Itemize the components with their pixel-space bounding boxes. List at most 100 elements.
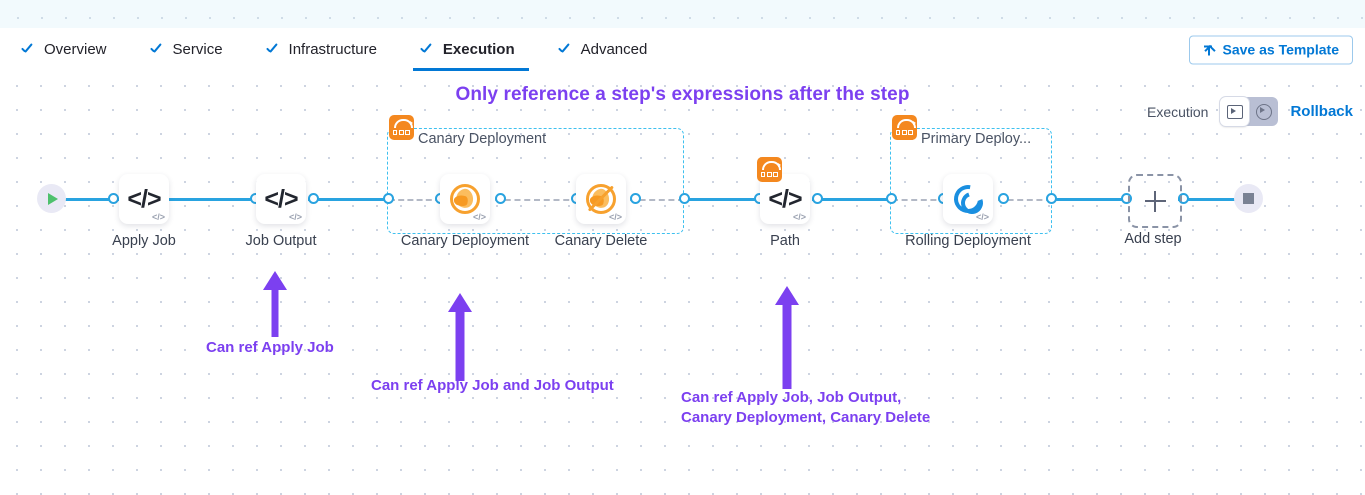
pipeline-graph: Canary Deployment Primary Deploy... [0, 71, 1365, 495]
connector-line [681, 198, 761, 201]
canary-delete-icon [586, 184, 616, 214]
shell-script-badge-icon: </> [472, 212, 486, 222]
execution-view-icon [1226, 104, 1243, 119]
upload-icon [1203, 43, 1216, 57]
code-icon: </> [768, 184, 802, 213]
toggle-rollback-option[interactable] [1249, 97, 1278, 126]
group-canary-deployment[interactable] [387, 128, 684, 234]
annotation-arrow-3 [772, 286, 802, 389]
group-label-canary-deployment: Canary Deployment [397, 131, 546, 147]
check-icon [149, 42, 164, 57]
step-label-rolling-deployment: Rolling Deployment [905, 233, 1031, 249]
connector-line [114, 198, 256, 201]
step-group-icon [892, 115, 917, 140]
group-label-text: Canary Deployment [418, 131, 547, 147]
check-icon [557, 42, 572, 57]
toggle-execution-option[interactable] [1220, 97, 1250, 126]
connector-port[interactable] [630, 193, 641, 204]
step-node-apply-job[interactable]: </> </> [119, 174, 169, 224]
step-label-canary-deployment: Canary Deployment [400, 233, 530, 249]
group-label-text: Primary Deploy... [921, 131, 1032, 147]
check-icon [419, 42, 434, 57]
rollback-link[interactable]: Rollback [1290, 103, 1353, 120]
execution-view-controls: Execution Rollback [1147, 97, 1353, 126]
annotation-arrow-1 [262, 271, 288, 337]
shell-script-badge-icon: </> [975, 212, 989, 222]
shell-script-badge-icon: </> [151, 212, 165, 222]
connector-port[interactable] [886, 193, 897, 204]
step-label-apply-job: Apply Job [112, 233, 176, 249]
tab-label: Advanced [580, 41, 648, 58]
connector-port[interactable] [108, 193, 119, 204]
tab-label: Infrastructure [288, 41, 377, 58]
connector-line-dashed [892, 199, 946, 201]
execution-label: Execution [1146, 103, 1209, 120]
connector-line [1178, 198, 1250, 201]
connector-port[interactable] [1121, 193, 1132, 204]
tab-label: Execution [442, 41, 515, 58]
play-icon [48, 192, 58, 205]
step-node-canary-delete[interactable]: </> [576, 174, 626, 224]
check-icon [20, 42, 35, 57]
step-node-canary-deployment[interactable]: </> [440, 174, 490, 224]
headline-note: Only reference a step's expressions afte… [455, 84, 910, 105]
step-group-icon [757, 157, 782, 182]
add-step-label: Add step [1124, 231, 1182, 247]
pipeline-canvas[interactable]: Only reference a step's expressions afte… [0, 71, 1365, 495]
step-label-path: Path [770, 233, 800, 249]
connector-port[interactable] [383, 193, 394, 204]
connector-port[interactable] [998, 193, 1009, 204]
code-icon: </> [127, 184, 161, 213]
stage-tab-bar: Overview Service Infrastructure Executio… [0, 28, 1365, 72]
tab-label: Overview [44, 41, 107, 58]
connector-port[interactable] [495, 193, 506, 204]
canvas-top-strip [0, 0, 1365, 28]
step-label-job-output: Job Output [245, 233, 317, 249]
code-icon: </> [264, 184, 298, 213]
connector-line [308, 198, 390, 201]
step-label-canary-delete: Canary Delete [554, 233, 648, 249]
stop-icon [1243, 193, 1254, 204]
connector-line-dashed [495, 199, 579, 201]
tab-execution[interactable]: Execution [412, 28, 529, 71]
shell-script-badge-icon: </> [792, 212, 806, 222]
connector-line [812, 198, 894, 201]
connector-line-dashed [630, 199, 684, 201]
annotation-text-3: Can ref Apply Job, Job Output, Canary De… [681, 388, 930, 428]
tab-service[interactable]: Service [143, 28, 237, 71]
connector-line [1049, 198, 1131, 201]
group-label-primary-deployment: Primary Deploy... [900, 131, 1031, 147]
annotation-text-3-line-2: Canary Deployment, Canary Delete [681, 409, 931, 426]
connector-port[interactable] [1178, 193, 1189, 204]
shell-script-badge-icon: </> [608, 212, 622, 222]
rollback-view-icon [1255, 103, 1272, 120]
save-as-template-label: Save as Template [1222, 41, 1339, 58]
canary-icon [450, 184, 480, 214]
tab-infrastructure[interactable]: Infrastructure [259, 28, 391, 71]
execution-rollback-toggle[interactable] [1220, 97, 1279, 126]
connector-port[interactable] [679, 193, 690, 204]
annotation-text-1: Can ref Apply Job [206, 339, 334, 356]
group-primary-deployment[interactable] [890, 128, 1052, 234]
stage-tabs: Overview Service Infrastructure Executio… [14, 28, 683, 71]
step-node-path[interactable]: </> </> [760, 174, 810, 224]
tab-advanced[interactable]: Advanced [551, 28, 662, 71]
pipeline-end-node[interactable] [1234, 184, 1263, 213]
step-node-rolling-deployment[interactable]: </> [943, 174, 993, 224]
connector-line [58, 198, 120, 201]
step-node-job-output[interactable]: </> </> [256, 174, 306, 224]
annotation-arrow-2 [446, 293, 474, 381]
shell-script-badge-icon: </> [288, 212, 302, 222]
tab-overview[interactable]: Overview [14, 28, 121, 71]
connector-port[interactable] [812, 193, 823, 204]
plus-icon [1144, 190, 1166, 212]
pipeline-start-node[interactable] [37, 184, 66, 213]
save-as-template-button[interactable]: Save as Template [1188, 35, 1353, 64]
connector-port[interactable] [308, 193, 319, 204]
connector-port[interactable] [1046, 193, 1057, 204]
add-step-button[interactable] [1128, 174, 1182, 228]
rolling-icon [948, 179, 988, 219]
connector-line-dashed [998, 199, 1052, 201]
annotation-text-3-line-1: Can ref Apply Job, Job Output, [681, 389, 902, 406]
